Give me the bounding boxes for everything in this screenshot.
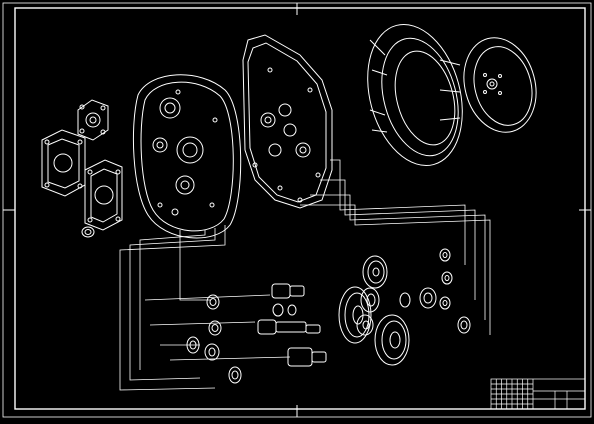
title-block — [490, 378, 586, 410]
large-gear-right — [374, 314, 410, 366]
end-cover — [463, 37, 537, 133]
small-gear-center — [356, 314, 374, 336]
sheet-frame — [2, 2, 592, 418]
gear-top — [362, 255, 388, 289]
main-housing-disc — [132, 74, 242, 239]
gear-mid — [360, 287, 380, 313]
center-housing-plate — [242, 34, 333, 209]
bearing-row-left — [186, 294, 242, 384]
bearing-row-right — [399, 248, 471, 334]
ring-housing — [367, 23, 463, 167]
shaft-parts — [257, 283, 327, 367]
small-plug — [81, 226, 95, 238]
routing-lines — [119, 159, 491, 391]
flange-plate-low — [84, 159, 123, 231]
flange-plate-top — [77, 99, 109, 141]
flange-plate-mid — [41, 129, 86, 197]
